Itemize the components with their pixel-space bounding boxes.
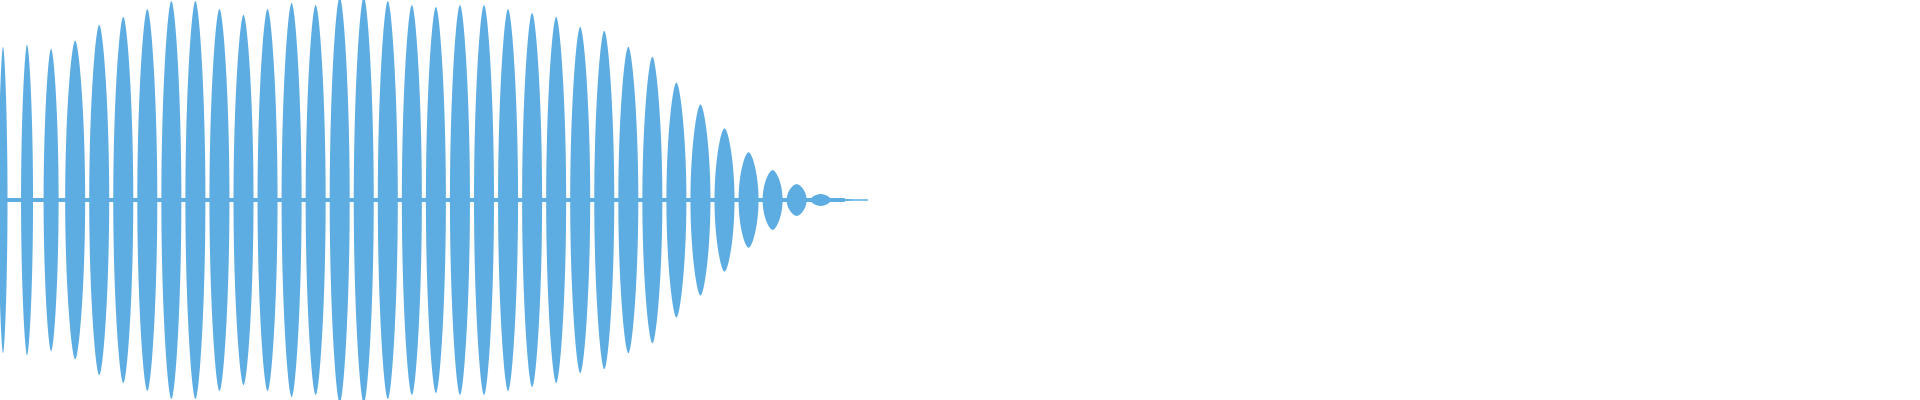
waveform-lobes [0,0,855,400]
waveform-center-band [0,198,845,202]
